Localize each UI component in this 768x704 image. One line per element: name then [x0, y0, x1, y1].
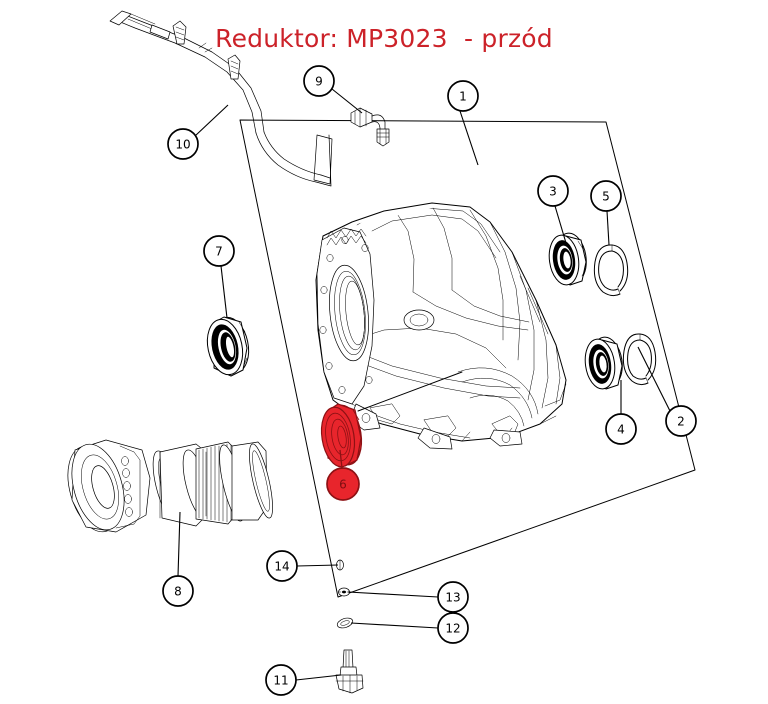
- callout-8[interactable]: 8: [162, 575, 194, 607]
- front-output-seal-part: [320, 403, 363, 468]
- callout-10[interactable]: 10: [167, 128, 199, 160]
- callout-4[interactable]: 4: [605, 413, 637, 445]
- callout-label-13: 13: [445, 591, 460, 605]
- callout-circle-11[interactable]: [265, 664, 297, 696]
- callout-11[interactable]: 11: [265, 664, 297, 696]
- dipstick-vent-tube-part: [109, 10, 333, 187]
- ball-bearing-lower-part: [584, 336, 623, 390]
- callout-circle-12[interactable]: [437, 612, 469, 644]
- callout-label-14: 14: [274, 560, 289, 574]
- callout-circle-14[interactable]: [266, 550, 298, 582]
- vent-valve-plug-part: [335, 649, 364, 694]
- callout-1[interactable]: 1: [447, 80, 479, 112]
- callout-circle-7[interactable]: [203, 235, 235, 267]
- roll-pin-part: [336, 559, 344, 571]
- callout-circle-8[interactable]: [162, 575, 194, 607]
- callout-circle-3[interactable]: [537, 175, 569, 207]
- callout-label-12: 12: [445, 622, 460, 636]
- callout-label-2: 2: [677, 415, 685, 429]
- callout-3[interactable]: 3: [537, 175, 569, 207]
- callout-circle-10[interactable]: [167, 128, 199, 160]
- callout-circle-13[interactable]: [437, 581, 469, 613]
- callout-14[interactable]: 14: [266, 550, 298, 582]
- callout-5[interactable]: 5: [590, 180, 622, 212]
- callout-circle-5[interactable]: [590, 180, 622, 212]
- callout-circle-1[interactable]: [447, 80, 479, 112]
- leader-lines: [177, 88, 671, 681]
- assembly-outline: [239, 119, 696, 598]
- callout-2[interactable]: 2: [665, 405, 697, 437]
- callout-12[interactable]: 12: [437, 612, 469, 644]
- diagram-title: Reduktor: MP3023 - przód: [215, 24, 553, 53]
- callout-label-7: 7: [215, 245, 223, 259]
- callout-label-6: 6: [339, 478, 347, 492]
- callout-circle-2[interactable]: [665, 405, 697, 437]
- transfer-case-housing-part: [315, 202, 567, 450]
- callout-label-5: 5: [602, 190, 610, 204]
- o-ring-part: [336, 617, 354, 629]
- callout-13[interactable]: 13: [437, 581, 469, 613]
- vent-elbow-fitting-part: [350, 107, 390, 147]
- output-shaft-flange-part: [67, 439, 273, 533]
- callout-label-1: 1: [459, 90, 467, 104]
- callout-circle-9[interactable]: [303, 65, 335, 97]
- callout-label-9: 9: [315, 75, 323, 89]
- callout-label-10: 10: [175, 138, 190, 152]
- housing-front-flange: [316, 227, 375, 405]
- ball-bearing-upper-part: [548, 232, 587, 286]
- callout-9[interactable]: 9: [303, 65, 335, 97]
- callout-label-3: 3: [549, 185, 557, 199]
- callout-label-8: 8: [174, 585, 182, 599]
- callout-label-11: 11: [273, 674, 288, 688]
- callout-label-4: 4: [617, 423, 625, 437]
- oil-seal-part: [206, 316, 250, 377]
- snap-ring-lower-part: [622, 333, 657, 386]
- callout-circle-6[interactable]: [326, 467, 360, 501]
- snap-ring-upper-part: [593, 244, 629, 297]
- callout-6[interactable]: 6: [326, 467, 360, 501]
- callout-7[interactable]: 7: [203, 235, 235, 267]
- callout-circle-4[interactable]: [605, 413, 637, 445]
- sealing-washer-part: [338, 587, 350, 597]
